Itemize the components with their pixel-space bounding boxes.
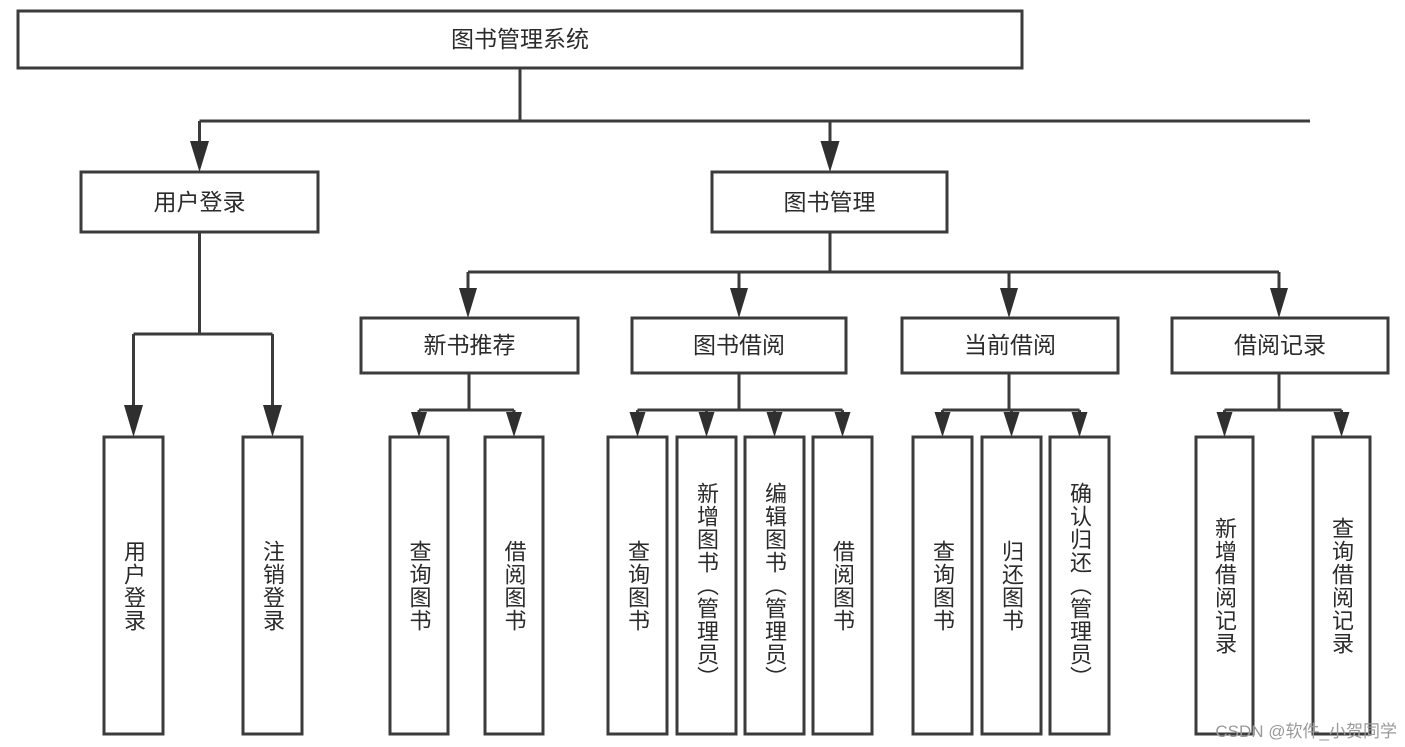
arrowhead-leaf-edit-book	[766, 412, 783, 437]
arrowhead-leaf-query-book-1	[411, 412, 427, 437]
arrowhead-leaf-borrow-book-1	[506, 412, 522, 437]
node-box-leaf-return-book[interactable]	[980, 435, 1043, 736]
arrowhead-borrow-record	[1270, 288, 1288, 318]
connector-group-new-book-recommend	[411, 373, 522, 437]
node-box-leaf-query-book-2[interactable]	[606, 435, 669, 736]
node-box-book-manage[interactable]	[710, 170, 949, 234]
arrowhead-book-borrow	[730, 288, 748, 318]
node-box-leaf-borrow-book-1[interactable]	[483, 435, 545, 736]
arrowhead-new-book-recommend	[459, 288, 477, 318]
arrowhead-leaf-add-book	[698, 412, 715, 437]
node-box-leaf-user-login[interactable]	[102, 435, 165, 736]
arrowhead-leaf-user-login	[124, 405, 143, 437]
node-box-leaf-edit-book[interactable]	[743, 435, 806, 736]
node-box-borrow-record[interactable]	[1170, 316, 1390, 375]
node-box-leaf-query-book-3[interactable]	[911, 435, 974, 736]
arrowhead-leaf-confirm-return	[1071, 412, 1088, 437]
connector-group-root	[190, 68, 1310, 172]
arrowhead-leaf-borrow-book-2	[834, 412, 851, 437]
watermark-text: CSDN @软件_小贺同学	[1215, 722, 1397, 741]
arrowhead-leaf-logout	[263, 405, 282, 437]
connector-group-current-borrow	[934, 373, 1088, 437]
connector-group-borrow-record	[1216, 373, 1350, 437]
connector-group-book-manage	[459, 232, 1288, 318]
arrowhead-leaf-query-record	[1333, 412, 1350, 437]
arrowhead-leaf-return-book	[1003, 412, 1020, 437]
arrowhead-leaf-query-book-2	[629, 412, 646, 437]
node-box-leaf-add-book[interactable]	[675, 435, 738, 736]
arrowhead-leaf-query-book-3	[934, 412, 951, 437]
node-box-leaf-query-record[interactable]	[1311, 435, 1372, 736]
connector-group-user-login	[124, 232, 282, 437]
node-box-new-book-recommend[interactable]	[359, 316, 580, 375]
node-box-root[interactable]	[16, 9, 1024, 70]
node-box-user-login[interactable]	[79, 170, 320, 234]
node-box-leaf-query-book-1[interactable]	[388, 435, 450, 736]
arrowhead-book-manage	[820, 141, 840, 172]
connector-group-book-borrow	[629, 373, 851, 437]
node-box-leaf-logout[interactable]	[241, 435, 304, 736]
node-box-leaf-confirm-return[interactable]	[1048, 435, 1111, 736]
node-box-current-borrow[interactable]	[900, 316, 1120, 375]
arrowhead-current-borrow	[1000, 288, 1018, 318]
node-box-leaf-borrow-book-2[interactable]	[811, 435, 874, 736]
arrowhead-leaf-add-record	[1216, 412, 1233, 437]
node-box-book-borrow[interactable]	[630, 316, 848, 375]
node-box-leaf-add-record[interactable]	[1194, 435, 1255, 736]
arrowhead-user-login	[190, 141, 209, 172]
node-boxes-layer	[16, 9, 1390, 736]
